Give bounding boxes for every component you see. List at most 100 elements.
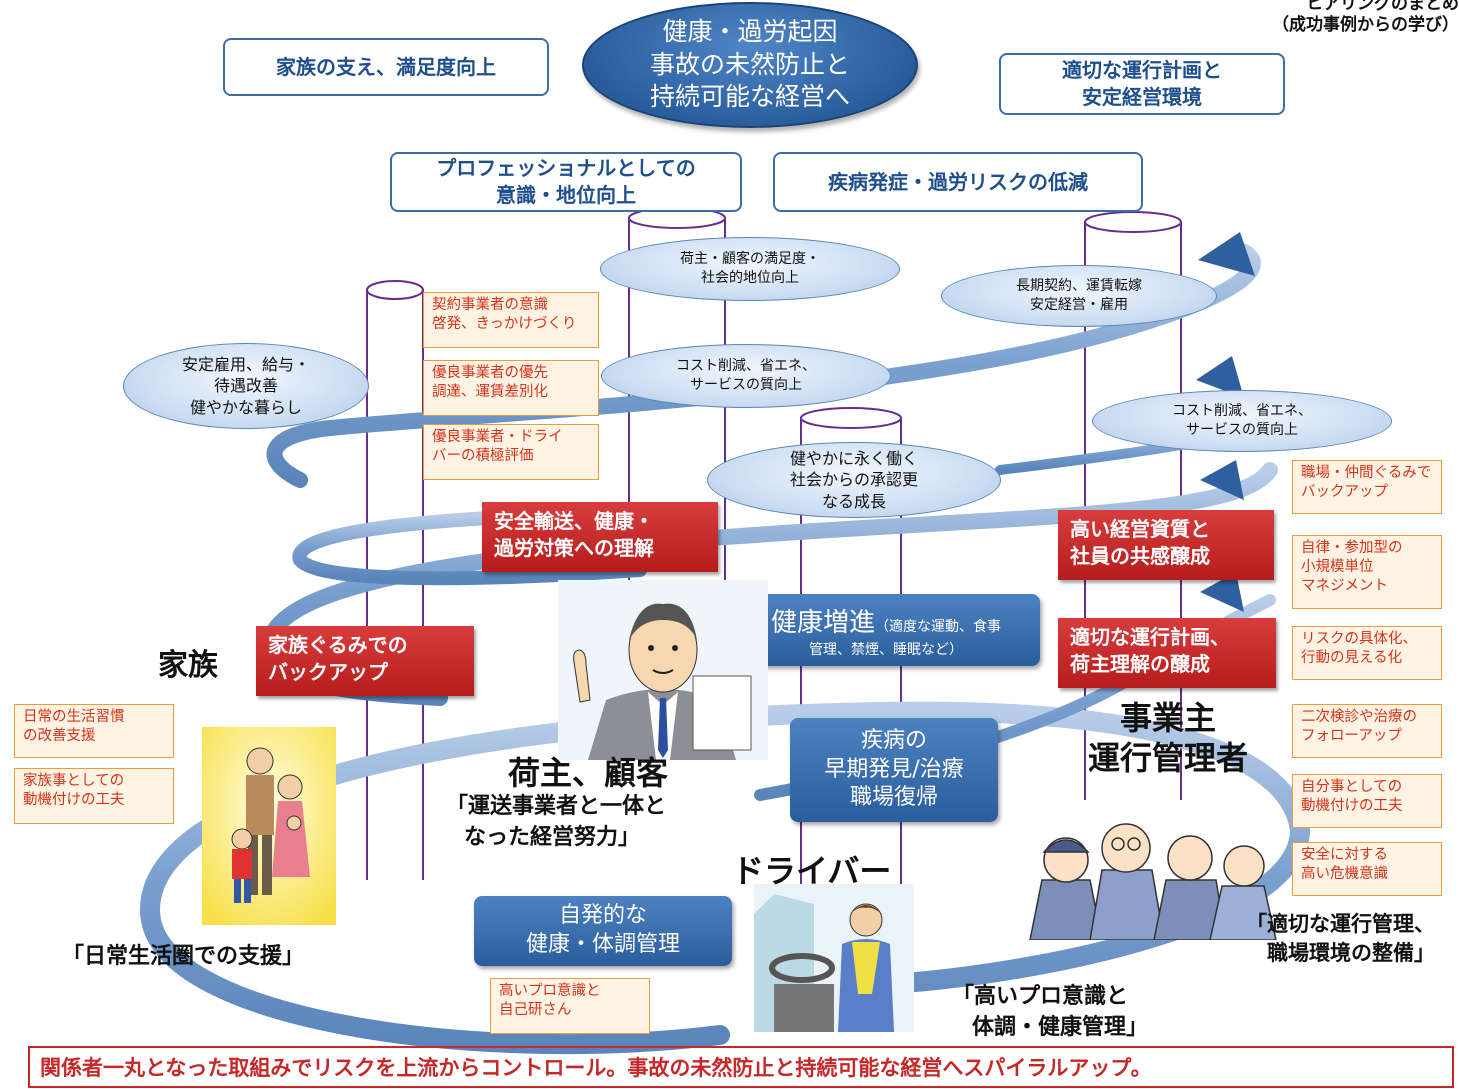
quote-line: なった経営努力」 — [464, 824, 641, 850]
note-line: リスクの具体化、 — [1301, 631, 1417, 647]
footer-summary-box: 関係者一丸となった取組みでリスクを上流からコントロール。事故の未然防止と持続可能… — [28, 1046, 1454, 1088]
ellipse-line: サービスの質向上 — [1186, 422, 1298, 438]
note-line: 啓発、きっかけづくり — [432, 315, 577, 332]
note-line: 優良事業者・ドライ — [432, 429, 563, 445]
health-promotion-detail: （適度な運動、食事 — [875, 618, 1001, 635]
shipper-note: 契約事業者の意識啓発、きっかけづくり — [423, 292, 599, 348]
health-promotion-title: 健康増進 — [770, 607, 875, 638]
self-management-box: 自発的な 健康・体調管理 — [474, 896, 732, 966]
early-detection-box: 疾病の 早期発見/治療 職場復帰 — [790, 718, 998, 822]
note-line: バーの積極評価 — [432, 447, 534, 464]
safety-understanding-box: 安全輸送、健康・過労対策への理解 — [482, 502, 718, 572]
ellipse-line: なる成長 — [821, 491, 886, 511]
employer-note: 二次検診や治療のフォローアップ — [1292, 704, 1442, 758]
red-box-line: 荷主理解の醸成 — [1070, 652, 1210, 676]
employer-group-illustration — [1029, 823, 1277, 940]
cost-reduction-ellipse-2: コスト削減、省エネ、サービスの質向上 — [1092, 390, 1392, 452]
note-line: 家族事としての — [23, 773, 125, 789]
red-box-line: 安全輸送、健康・ — [494, 509, 654, 533]
red-box-line: 家族ぐるみでの — [268, 633, 408, 657]
note-line: 高いプロ意識と — [499, 983, 601, 999]
family-support-box: 家族の支え、満足度向上 — [223, 38, 549, 96]
operation-plan-box: 適切な運行計画と安定経営環境 — [999, 53, 1285, 115]
early-detection-line: 疾病の — [860, 728, 927, 754]
driver-illustration — [754, 884, 914, 1032]
early-detection-line: 職場復帰 — [849, 785, 938, 811]
actor-family-label: 家族 — [158, 648, 218, 683]
health-promotion-box: 健康増進（適度な運動、食事 管理、禁煙、睡眠など） — [732, 594, 1040, 666]
red-box-line: 適切な運行計画、 — [1070, 625, 1230, 649]
shipper-note: 優良事業者の優先調達、運賃差別化 — [423, 360, 599, 416]
actor-employer-line: 事業主 — [1120, 699, 1217, 737]
quote-line: 「適切な運行管理、 — [1246, 912, 1435, 936]
note-line: 二次検診や治療の — [1301, 709, 1417, 725]
self-management-line: 健康・体調管理 — [525, 932, 680, 957]
ellipse-line: 健やかな暮らし — [189, 397, 302, 417]
note-line: の改善支援 — [23, 727, 96, 744]
quote-line: 体調・健康管理」 — [972, 1014, 1149, 1040]
red-box-line: 過労対策への理解 — [494, 536, 654, 560]
spiral-arrowheads — [1196, 232, 1255, 612]
actor-employer-line: 運行管理者 — [1088, 739, 1249, 777]
footer-summary-text: 関係者一丸となった取組みでリスクを上流からコントロール。事故の未然防止と持続可能… — [40, 1056, 1152, 1080]
ellipse-line: 安定経営・雇用 — [1030, 297, 1128, 313]
note-line: マネジメント — [1301, 577, 1388, 594]
operation-plan-line: 安定経営環境 — [1082, 85, 1202, 109]
ellipse-line: 社会からの承認更 — [789, 470, 918, 490]
goal-line: 持続可能な経営へ — [649, 82, 850, 112]
ellipse-line: 待遇改善 — [213, 376, 278, 396]
actor-shipper-label: 荷主、顧客 — [508, 754, 669, 792]
family-backup-box: 家族ぐるみでのバックアップ — [256, 626, 474, 696]
driver-note: 高いプロ意識と自己研さん — [490, 978, 650, 1034]
stable-employment-ellipse: 安定雇用、給与・待遇改善健やかな暮らし — [123, 343, 369, 429]
disease-risk-text: 疾病発症・過労リスクの低減 — [828, 169, 1088, 194]
corner-caption-line: ヒアリングのまとめ — [1306, 0, 1459, 14]
ellipse-line: コスト削減、省エネ、 — [1172, 403, 1312, 420]
goal-ellipse: 健康・過労起因 事故の未然防止と 持続可能な経営へ — [582, 2, 918, 128]
goal-line: 事故の未然防止と — [649, 49, 850, 79]
family-note: 家族事としての動機付けの工夫 — [14, 768, 174, 824]
disease-risk-box: 疾病発症・過労リスクの低減 — [773, 152, 1143, 212]
note-line: 高い危機意識 — [1301, 865, 1388, 882]
employer-note: 安全に対する高い危機意識 — [1292, 842, 1442, 896]
ellipse-line: 社会的地位向上 — [701, 270, 799, 286]
employer-note: 職場・仲間ぐるみでバックアップ — [1292, 460, 1442, 514]
quote-line: 職場環境の整備」 — [1267, 941, 1435, 966]
employer-note: リスクの具体化、行動の見える化 — [1292, 626, 1442, 680]
note-line: 動機付けの工夫 — [1301, 797, 1403, 814]
actor-driver-label: ドライバー — [732, 852, 892, 890]
family-quote: 「日常生活圏での支援」 — [62, 944, 305, 969]
note-line: バックアップ — [1301, 483, 1388, 500]
self-management-line: 自発的な — [558, 903, 647, 929]
employer-note: 自分事としての動機付けの工夫 — [1292, 774, 1442, 828]
ellipse-line: サービスの質向上 — [690, 377, 802, 393]
early-detection-line: 早期発見/治療 — [824, 756, 964, 782]
management-quality-box: 高い経営資質と社員の共感醸成 — [1058, 510, 1274, 580]
professional-line: プロフェッショナルとしての — [436, 156, 696, 180]
note-line: 安全に対する — [1301, 847, 1388, 863]
ellipse-line: 健やかに永く働く — [789, 448, 918, 468]
businessman-illustration — [558, 580, 768, 760]
actor-employer-label: 事業主 運行管理者 — [1088, 698, 1248, 778]
note-line: 優良事業者の優先 — [432, 365, 548, 381]
cost-reduction-ellipse-1: コスト削減、省エネ、サービスの質向上 — [601, 344, 891, 408]
note-line: 契約事業者の意識 — [432, 297, 548, 313]
driver-quote: 「高いプロ意識と 体調・健康管理」 — [952, 982, 1148, 1044]
quote-line: 「高いプロ意識と — [952, 984, 1129, 1009]
note-line: 動機付けの工夫 — [23, 791, 125, 808]
red-box-line: バックアップ — [268, 660, 388, 684]
family-support-text: 家族の支え、満足度向上 — [276, 54, 496, 79]
family-illustration — [202, 727, 336, 925]
note-line: フォローアップ — [1301, 727, 1402, 744]
quote-line: 「運送事業者と一体と — [446, 794, 667, 819]
ellipse-line: 荷主・顧客の満足度・ — [680, 251, 820, 268]
shipper-quote: 「運送事業者と一体と なった経営努力」 — [446, 792, 666, 854]
ellipse-line: コスト削減、省エネ、 — [676, 358, 816, 375]
long-contract-ellipse: 長期契約、運賃転嫁安定経営・雇用 — [941, 265, 1217, 327]
red-box-line: 高い経営資質と — [1070, 517, 1210, 541]
ellipse-line: 安定雇用、給与・ — [181, 354, 310, 374]
employer-note: 自律・参加型の小規模単位マネジメント — [1292, 535, 1442, 609]
ellipse-line: 長期契約、運賃転嫁 — [1016, 278, 1142, 295]
professional-box: プロフェッショナルとしての意識・地位向上 — [390, 152, 742, 212]
note-line: 日常の生活習慣 — [23, 709, 125, 725]
